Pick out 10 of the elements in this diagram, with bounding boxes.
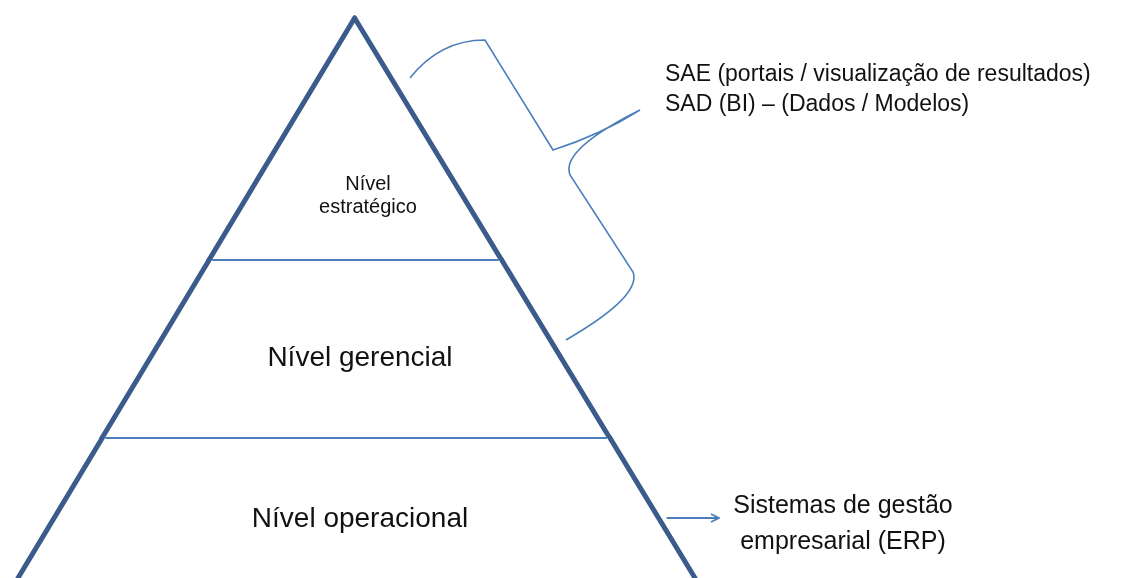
pyramid-level [102, 260, 610, 438]
pyramid-level [18, 438, 695, 578]
system-label: Sistemas de gestão empresarial (ERP) [732, 489, 954, 556]
pyramid-level [209, 18, 502, 260]
arrow [665, 513, 720, 523]
system-label: SAD (BI) – (Dados / Modelos) [665, 90, 970, 117]
system-label: SAE (portais / visualização de resultados) [665, 60, 1091, 87]
level-label: Nível gerencial [266, 341, 454, 373]
level-label: Nível operacional [250, 502, 470, 534]
level-label: Nível estratégico [318, 172, 418, 218]
